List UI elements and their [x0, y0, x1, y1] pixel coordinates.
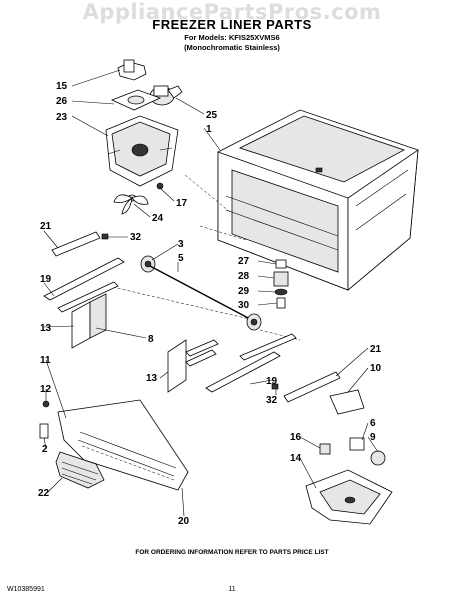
part-9-light-bulb [370, 450, 386, 466]
callout-32: 32 [130, 232, 142, 243]
part-12-screw [42, 400, 50, 408]
part-19-slide-rail-left [43, 257, 125, 313]
callout-19: 19 [266, 376, 278, 387]
part-16-switch [319, 443, 331, 455]
callout-10: 10 [370, 363, 382, 374]
part-15-bracket [117, 59, 147, 81]
part-2-clip [39, 423, 49, 439]
part-17-screw [156, 182, 164, 190]
callout-15: 15 [56, 81, 68, 92]
part-6-light-socket [349, 437, 365, 451]
callout-30: 30 [238, 300, 250, 311]
callout-5: 5 [178, 253, 184, 264]
watermark: AppliancePartsPros.com [82, 0, 382, 24]
part-13-rail-support-left [71, 293, 107, 349]
part-14-light-housing [305, 469, 393, 525]
part-30-stem [276, 297, 286, 309]
part-13-rail-support-center [167, 339, 219, 393]
callout-1: 1 [206, 124, 212, 135]
callout-29: 29 [238, 286, 250, 297]
callout-8: 8 [148, 334, 154, 345]
callout-17: 17 [176, 198, 188, 209]
callout-16: 16 [290, 432, 302, 443]
models-line: For Models: KFIS25XVMS6 [184, 33, 280, 42]
page-title: FREEZER LINER PARTS [152, 17, 312, 32]
part-1-freezer-liner [217, 109, 419, 291]
part-28-body [273, 271, 289, 287]
callout-19: 19 [40, 274, 52, 285]
document-number: W10385991 [7, 586, 45, 593]
callout-20: 20 [178, 516, 190, 527]
part-5-shaft [149, 265, 262, 331]
callout-12: 12 [40, 384, 52, 395]
callout-21: 21 [370, 344, 382, 355]
part-19-slide-rail-right [205, 333, 297, 393]
callout-24: 24 [152, 213, 164, 224]
part-26-mount-plate [110, 89, 162, 111]
callout-25: 25 [206, 110, 218, 121]
callout-22: 22 [38, 488, 50, 499]
callout-27: 27 [238, 256, 250, 267]
callout-13: 13 [40, 323, 52, 334]
ordering-info: FOR ORDERING INFORMATION REFER TO PARTS … [135, 549, 329, 556]
callout-13: 13 [146, 373, 158, 384]
part-27-cap [275, 259, 287, 269]
part-21-rail-bracket-upper [51, 231, 109, 257]
callout-11: 11 [40, 355, 51, 366]
callout-9: 9 [370, 432, 376, 443]
callout-labels: 15 26 23 25 1 17 24 21 32 3 5 19 13 8 27… [38, 81, 382, 527]
part-22-vent-grille [55, 451, 105, 489]
callout-32: 32 [266, 395, 278, 406]
callout-21: 21 [40, 221, 52, 232]
callout-26: 26 [56, 96, 68, 107]
part-21-rail-bracket-lower [271, 371, 341, 403]
callout-3: 3 [178, 239, 184, 250]
part-25-motor [149, 85, 183, 106]
page-number: 11 [228, 586, 236, 593]
part-3-roller [140, 255, 156, 273]
part-11-cover-panel [57, 399, 189, 491]
part-29-ring [274, 288, 288, 296]
callout-23: 23 [56, 112, 68, 123]
callout-14: 14 [290, 453, 302, 464]
part-24-fan-blade [113, 194, 149, 215]
callout-28: 28 [238, 271, 250, 282]
leader-lines [43, 69, 379, 517]
callout-2: 2 [42, 444, 48, 455]
variant-line: (Monochromatic Stainless) [184, 43, 280, 52]
part-23-fan-housing [105, 115, 179, 187]
part-10-plate [329, 389, 365, 415]
callout-6: 6 [370, 418, 376, 429]
